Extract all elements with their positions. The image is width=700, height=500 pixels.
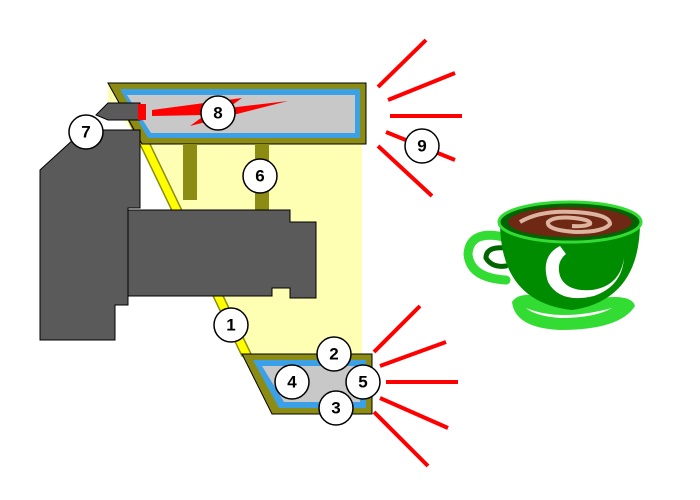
callout-9: 9 [404,128,440,164]
radiation-line [376,38,428,89]
callout-5: 5 [345,364,381,400]
callout-label: 7 [81,123,90,142]
camera-body [39,129,141,341]
radiation-line [379,396,449,430]
camera-lens [127,209,317,299]
callout-label: 6 [255,167,264,186]
radiation-line [372,304,422,354]
callouts: 1 2 3 4 5 6 7 8 [68,95,440,426]
radiation-lower [372,304,458,468]
cup-saucer [512,294,635,330]
callout-1: 1 [213,307,249,343]
coffee-cup [463,200,643,330]
callout-3: 3 [318,390,354,426]
connector-tip [138,104,146,120]
connector-arrow [95,102,141,121]
callout-label: 1 [226,316,235,335]
coffee-swirl [518,209,613,235]
callout-2: 2 [316,336,352,372]
callout-label: 2 [329,345,338,364]
cup-handle-inner [483,245,509,269]
strut-left [183,144,197,200]
radiation-line [379,340,447,368]
callout-label: 8 [213,104,222,123]
callout-8: 8 [200,95,236,131]
upper-tube-grey [127,95,355,133]
radiation-upper [376,38,462,198]
cup-saucer-inner [526,308,612,318]
callout-label: 9 [417,137,426,156]
callout-label: 3 [331,399,340,418]
callout-4: 4 [274,364,310,400]
radiation-line [387,71,456,102]
cup-handle [463,230,513,285]
callout-6: 6 [242,158,278,194]
radiation-line [372,410,430,468]
radiation-line [376,144,434,198]
cup-swirl [545,246,624,299]
callout-label: 4 [287,373,297,392]
callout-label: 5 [358,373,367,392]
callout-7: 7 [68,114,104,150]
